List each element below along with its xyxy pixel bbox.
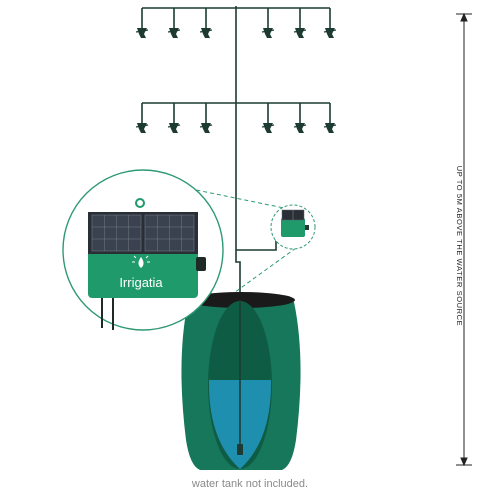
arrow-down-icon <box>460 457 468 467</box>
controller-small <box>270 204 316 250</box>
dripper-icon <box>167 8 181 38</box>
water-drop-logo-icon <box>132 255 150 268</box>
dripper-icon <box>199 8 213 38</box>
controller-small-body <box>281 218 305 237</box>
solar-panel-grid <box>92 215 194 251</box>
dripper-icon <box>323 103 337 133</box>
tank-lid <box>187 292 295 308</box>
controller-feed-pipe <box>236 232 277 251</box>
zoom-guide-bottom <box>201 247 297 317</box>
dripper-icon <box>261 8 275 38</box>
solar-panel-icon <box>88 212 198 254</box>
dripper-icon <box>261 103 275 133</box>
caption: water tank not included. <box>191 478 309 490</box>
intake-filter <box>237 444 243 455</box>
dripper-icon <box>323 8 337 38</box>
arrow-up-icon <box>460 12 468 22</box>
controller-magnified: Irrigatia <box>62 169 224 331</box>
height-indicator <box>456 12 472 467</box>
water-tank <box>181 292 301 470</box>
zoom-guides <box>161 182 297 317</box>
brand-name: Irrigatia <box>119 275 163 290</box>
dripper-icon <box>167 103 181 133</box>
drippers <box>135 8 337 133</box>
dripper-icon <box>199 103 213 133</box>
dripper-icon <box>135 103 149 133</box>
tank-feed-pipe <box>235 255 241 300</box>
dripper-icon <box>293 103 307 133</box>
height-label: UP TO 5M ABOVE THE WATER SOURCE <box>455 165 464 327</box>
outlet-nozzle <box>196 257 206 271</box>
dripper-icon <box>293 8 307 38</box>
dripper-icon <box>135 8 149 38</box>
hanging-hook <box>135 198 145 208</box>
